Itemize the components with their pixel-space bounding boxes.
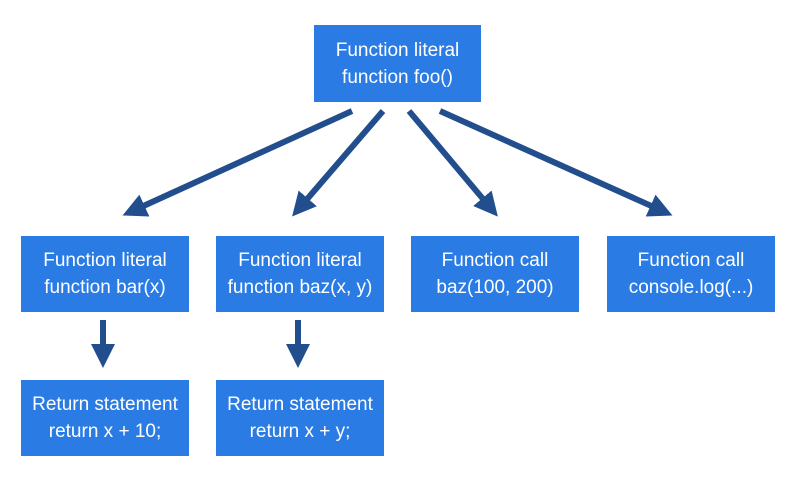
arrow-root-to-baz [292, 109, 386, 217]
node-return-statement-baz: Return statement return x + y; [216, 380, 384, 456]
node-code: console.log(...) [628, 277, 754, 298]
node-code: function bar(x) [44, 277, 166, 298]
node-label: Function literal [238, 250, 362, 271]
node-code: return x + 10; [48, 421, 162, 442]
node-function-literal-foo: Function literal function foo() [314, 25, 481, 102]
node-function-call-baz: Function call baz(100, 200) [411, 236, 579, 312]
node-code: function foo() [342, 66, 453, 88]
node-label: Function literal [43, 250, 167, 271]
node-label: Return statement [32, 394, 178, 415]
arrow-root-to-call-log [438, 108, 673, 217]
node-code: baz(100, 200) [436, 277, 554, 298]
node-label: Function call [441, 250, 549, 271]
node-label: Return statement [227, 394, 373, 415]
arrow-root-to-bar [122, 108, 354, 217]
node-function-literal-baz: Function literal function baz(x, y) [216, 236, 384, 312]
node-label: Function literal [335, 39, 460, 61]
arrow-root-to-call-baz [406, 109, 498, 217]
node-function-call-console-log: Function call console.log(...) [607, 236, 775, 312]
node-code: return x + y; [249, 421, 351, 442]
node-code: function baz(x, y) [227, 277, 373, 298]
node-return-statement-bar: Return statement return x + 10; [21, 380, 189, 456]
node-function-literal-bar: Function literal function bar(x) [21, 236, 189, 312]
node-label: Function call [637, 250, 745, 271]
